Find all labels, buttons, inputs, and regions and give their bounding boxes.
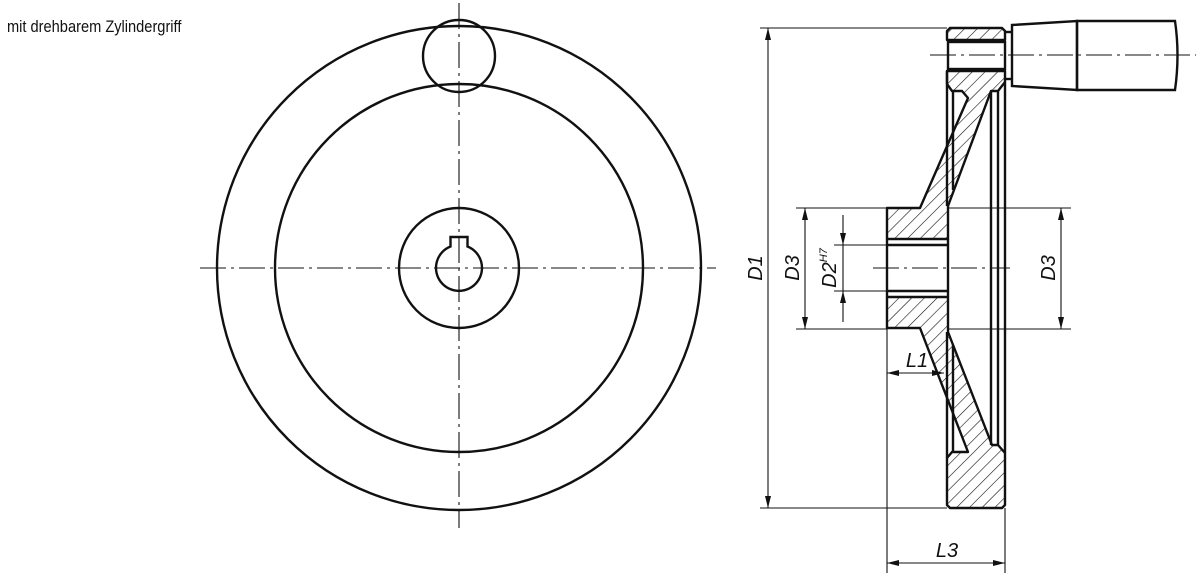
keyed-bore bbox=[434, 235, 484, 293]
handle-bore bbox=[946, 40, 1007, 71]
l1-label: L1 bbox=[906, 350, 928, 372]
rim-section-top bbox=[945, 26, 1007, 42]
d3-right-label: D3 bbox=[1038, 255, 1060, 281]
d1-label: D1 bbox=[745, 255, 767, 281]
d3-left-label: D3 bbox=[782, 255, 804, 281]
dimensions: D1 D3 D2H7 D3 L1 L3 bbox=[745, 27, 1071, 573]
l3-label: L3 bbox=[936, 540, 958, 562]
front-view bbox=[200, 3, 716, 528]
d2-label: D2H7 bbox=[818, 247, 841, 288]
handle-cylinder bbox=[1075, 19, 1179, 92]
spoke-section-lower bbox=[885, 295, 1007, 510]
side-section-view bbox=[873, 19, 1196, 510]
drawing-caption: mit drehbarem Zylindergriff bbox=[7, 17, 182, 36]
